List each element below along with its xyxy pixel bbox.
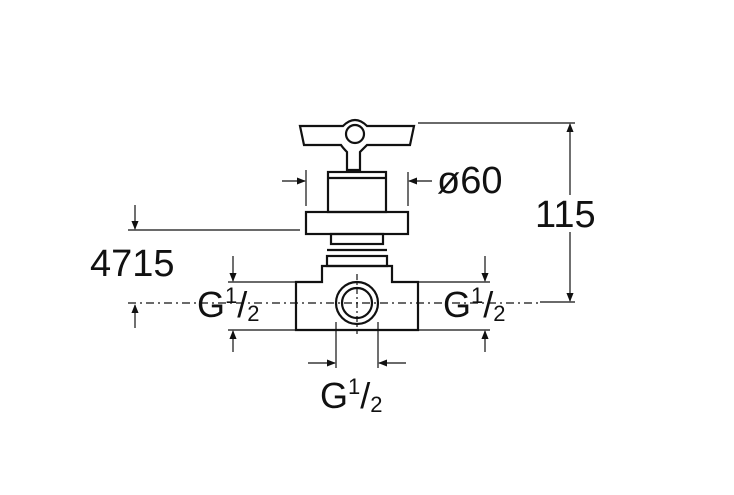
valve-flange [304,210,410,236]
thread-bottom-label: G1/2 [320,374,383,417]
handle-hub [344,123,366,145]
height-label: 115 [535,194,596,236]
valve-nut [325,254,389,268]
thread-left-label: G1/2 [197,283,260,326]
thread-right-label: G1/2 [443,283,506,326]
valve-neck [329,232,385,246]
handle-cross [298,118,416,172]
outlet-ring-outer [334,280,380,326]
diameter-label: ø60 [437,160,503,202]
depth-label: 4715 [90,243,175,285]
